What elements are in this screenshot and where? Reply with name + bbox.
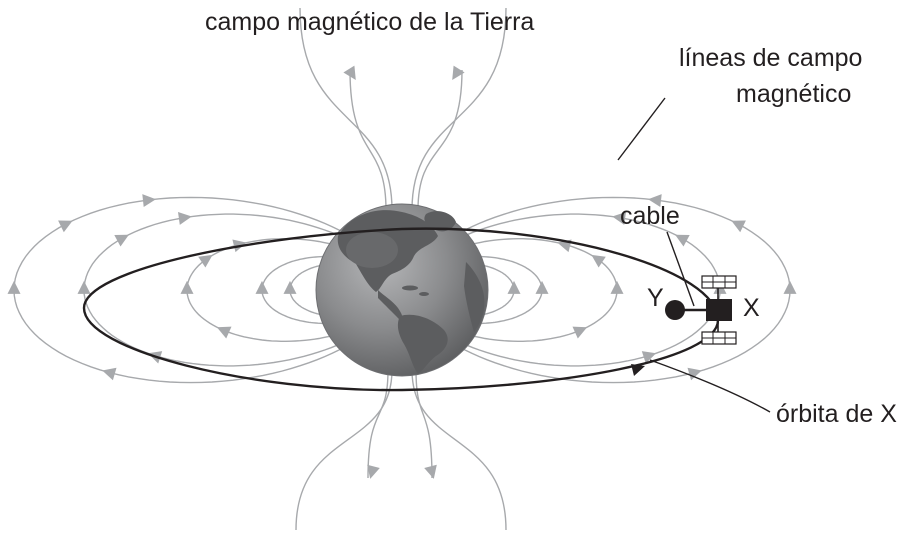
field-arrow-right-2 bbox=[535, 280, 549, 294]
satellite-icon bbox=[675, 275, 737, 345]
field-arrow-upper-right-4-1 bbox=[612, 212, 626, 225]
field-lines-label-line1: líneas de campo bbox=[679, 44, 863, 72]
field-arrow-upper-left-5-2 bbox=[58, 220, 73, 233]
magnetic-field-lines bbox=[7, 7, 797, 531]
polar-field-line-1 bbox=[299, 7, 393, 211]
earth-field-label: campo magnético de la Tierra bbox=[205, 8, 535, 36]
polar-arrow-top-left bbox=[343, 65, 356, 80]
field-arrow-right-5 bbox=[783, 280, 797, 294]
field-arrow-upper-left-4-1 bbox=[178, 212, 192, 225]
cable-leader bbox=[666, 231, 695, 307]
field-arrow-upper-left-4-2 bbox=[114, 234, 129, 247]
field-arrow-lower-right-3-1 bbox=[572, 326, 588, 339]
x-label: X bbox=[743, 294, 760, 322]
field-lines-leader bbox=[617, 97, 666, 161]
y-label: Y bbox=[647, 284, 664, 312]
polar-arrow-top-right bbox=[452, 65, 465, 80]
field-arrow-left-2 bbox=[255, 280, 269, 294]
field-arrow-left-5 bbox=[7, 280, 21, 294]
sphere-icon bbox=[665, 300, 685, 320]
field-arrow-upper-left-5-1 bbox=[142, 194, 156, 207]
polar-field-line-6 bbox=[411, 369, 507, 531]
polar-field-line-3 bbox=[349, 69, 387, 211]
polar-field-line-7 bbox=[367, 369, 389, 479]
field-arrow-right-1 bbox=[507, 280, 521, 294]
field-arrow-left-3 bbox=[180, 280, 194, 294]
field-arrow-left-1 bbox=[283, 280, 297, 294]
polar-arrow-bottom-left bbox=[367, 464, 380, 479]
polar-field-line-5 bbox=[295, 369, 393, 531]
polar-field-line-2 bbox=[411, 7, 507, 211]
orbit-direction-arrow bbox=[631, 364, 645, 376]
cable-label: cable bbox=[620, 202, 680, 230]
polar-field-line-4 bbox=[417, 69, 463, 211]
field-arrow-lower-right-4-1 bbox=[641, 351, 657, 364]
field-arrow-lower-left-5-1 bbox=[102, 367, 117, 381]
field-arrow-lower-left-3-1 bbox=[216, 326, 232, 339]
field-lines-label-line2: magnético bbox=[736, 80, 852, 108]
polar-field-line-8 bbox=[415, 369, 433, 479]
field-arrow-upper-left-3-2 bbox=[198, 254, 213, 268]
field-arrow-upper-right-5-2 bbox=[731, 220, 746, 233]
orbit-label: órbita de X bbox=[776, 400, 897, 428]
field-arrow-lower-right-5-1 bbox=[687, 367, 702, 381]
field-arrow-right-3 bbox=[610, 280, 624, 294]
field-arrow-upper-right-3-2 bbox=[591, 254, 606, 268]
field-arrow-upper-right-4-2 bbox=[675, 234, 690, 247]
field-arrow-left-4 bbox=[77, 280, 91, 294]
field-arrow-upper-right-5-1 bbox=[648, 194, 662, 207]
polar-arrow-bottom-right bbox=[424, 464, 437, 479]
orbit-leader bbox=[649, 359, 771, 413]
